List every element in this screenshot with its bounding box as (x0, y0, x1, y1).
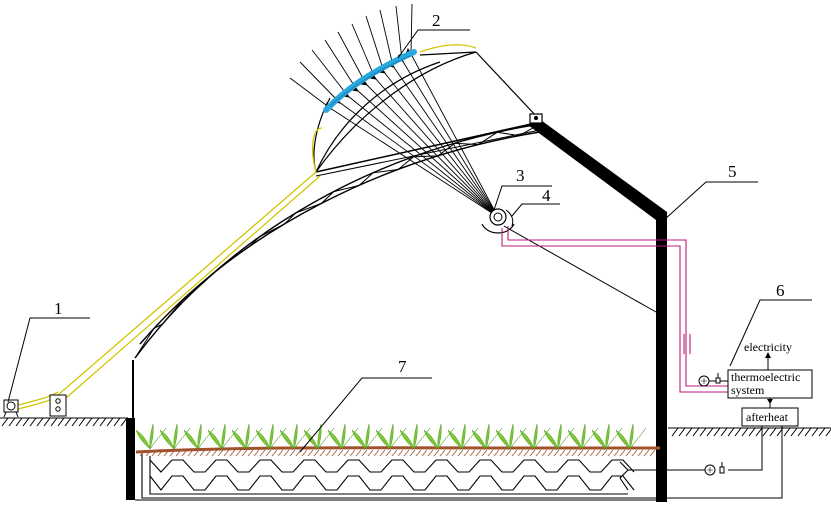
reflected-ray (365, 83, 499, 218)
reflected-ray (410, 53, 499, 218)
crop-plant (303, 423, 335, 450)
crop-plant (591, 423, 623, 450)
back-wall (656, 212, 667, 502)
crop-plant (279, 423, 311, 450)
afterheat-unit: afterheat (628, 398, 799, 499)
receiver (481, 208, 515, 234)
reflected-ray (374, 77, 499, 218)
north-wall (126, 418, 135, 500)
sun-ray (410, 3, 413, 55)
sun-ray (379, 9, 394, 67)
sun-ray (351, 23, 376, 79)
soil-layer (135, 446, 660, 457)
crops (135, 423, 647, 450)
truss-web (134, 123, 541, 359)
crop-plant (255, 423, 287, 450)
electricity-output: electricity (744, 340, 792, 370)
callout-3: 3 (516, 166, 525, 185)
drive-motors (3, 394, 67, 418)
back-roof (528, 118, 667, 220)
sun-ray (289, 77, 331, 109)
support-wire (503, 225, 657, 313)
crop-plant (399, 423, 431, 450)
tracking-cables (17, 44, 477, 410)
sun-ray (395, 5, 403, 61)
crop-plant (519, 423, 551, 450)
crop-plant (375, 423, 407, 450)
crop-plant (567, 423, 599, 450)
crop-plant (423, 423, 455, 450)
reflected-ray (392, 65, 499, 218)
crop-plant (543, 423, 575, 450)
ground-hatching (1, 417, 831, 437)
sun-ray (311, 49, 349, 97)
sun-ray (299, 61, 340, 103)
motor-box-right (49, 394, 67, 417)
callout-7: 7 (398, 357, 407, 376)
reflected-ray (356, 89, 499, 218)
sun-ray (365, 15, 385, 73)
crop-plant (159, 423, 191, 450)
valve-icon (715, 377, 721, 384)
crop-plant (183, 423, 215, 450)
callout-2: 2 (432, 11, 441, 30)
heat-storage-pipe (141, 452, 635, 499)
crop-plant (495, 423, 527, 450)
reflected-ray (329, 107, 499, 218)
reflected-ray (347, 95, 499, 218)
thermoelectric-system: thermoelectric system (698, 369, 813, 399)
greenhouse-structure (126, 118, 667, 502)
afterheat-label: afterheat (746, 410, 789, 424)
electricity-label: electricity (744, 340, 792, 354)
crop-plant (615, 423, 647, 450)
sun-ray (337, 31, 367, 85)
thermoelectric-label-2: system (731, 383, 765, 397)
callout-6: 6 (776, 281, 785, 300)
callout-4: 4 (542, 186, 551, 205)
callouts (7, 29, 812, 453)
crop-plant (135, 423, 167, 450)
ground (0, 417, 831, 437)
sun-rays (289, 3, 499, 218)
callout-5: 5 (728, 162, 737, 181)
heat-pipes (501, 226, 728, 393)
truss-zigzag (134, 123, 541, 359)
crop-plant (471, 423, 503, 450)
solar-collector-inner (329, 55, 411, 107)
callout-1: 1 (54, 299, 63, 318)
crop-plant (447, 423, 479, 450)
crop-plant (327, 423, 359, 450)
arched-truss (134, 121, 541, 359)
valve-icon-2 (719, 466, 725, 474)
reflected-ray (338, 101, 499, 218)
reflected-ray (383, 71, 499, 218)
thermoelectric-label-1: thermoelectric (731, 370, 800, 384)
crop-plant (351, 423, 383, 450)
sun-ray (324, 39, 358, 91)
crop-plant (231, 423, 263, 450)
reflected-ray (401, 59, 499, 218)
crop-plant (207, 423, 239, 450)
